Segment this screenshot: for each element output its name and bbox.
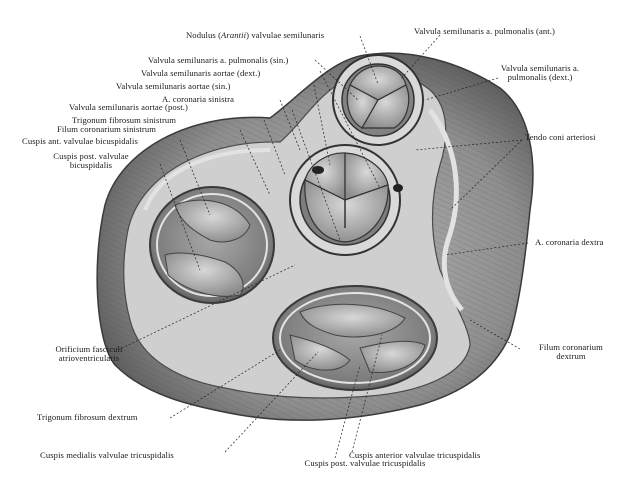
mitral-ring-inner <box>156 193 268 297</box>
label-valvula-pulmonalis-dext: Valvula semilunaris a.pulmonalis (dext.) <box>500 63 580 82</box>
coronary-ostium-right <box>393 184 403 192</box>
label-noduli-arantii: Nodulus (Arantii) valvulae semilunaris <box>186 30 325 40</box>
label-cuspis-post-tricuspidalis: Cuspis post. valvulae tricuspidalis <box>304 458 426 468</box>
label-coronaria-sinistra: A. coronaria sinistra <box>162 94 235 104</box>
coronary-ostium-left <box>312 166 324 174</box>
coronaria-sinistra-band <box>143 148 271 211</box>
tricuspid-medial-cusp <box>289 334 351 371</box>
label-filum-coronarium-sinistrum: Filum coronarium sinistrum <box>57 124 157 134</box>
pulmonary-cusp-anterior <box>349 65 407 101</box>
label-trigonum-fibrosum-sinistrum: Trigonum fibrosum sinistrum <box>72 115 177 125</box>
label-trigonum-fibrosum-dextrum: Trigonum fibrosum dextrum <box>37 412 138 422</box>
label-cuspis-ant-bicuspidalis: Cuspis ant. valvulae bicuspidalis <box>22 136 138 146</box>
aortic-cusp-posterior <box>304 179 389 243</box>
label-tendo-coni-arteriosi: Tendo coni arteriosi <box>525 132 596 142</box>
tricuspid-anterior-cusp <box>299 303 406 338</box>
coronaria-dextra-band <box>427 108 464 312</box>
label-valvula-pulmonalis-ant: Valvula semilunaris a. pulmonalis (ant.) <box>414 26 555 36</box>
pulmonary-cusp-right <box>360 84 410 129</box>
label-valvula-pulmonalis-sin: Valvula semilunaris a. pulmonalis (sin.) <box>148 55 289 65</box>
label-valvula-aortae-post: Valvula semilunaris aortae (post.) <box>69 102 188 112</box>
label-coronaria-dextra: A. coronaria dextra <box>535 237 604 247</box>
tricuspid-posterior-cusp <box>359 340 426 374</box>
label-valvula-aortae-dext: Valvula semilunaris aortae (dext.) <box>141 68 261 78</box>
mitral-posterior-cusp <box>164 252 244 297</box>
mitral-anterior-cusp <box>174 199 251 243</box>
label-cuspis-medialis-tricuspidalis: Cuspis medialis valvulae tricuspidalis <box>40 450 174 460</box>
label-cuspis-anterior-tricuspidalis: Cuspis anterior valvulae tricuspidalis <box>349 450 481 460</box>
label-valvula-aortae-sin: Valvula semilunaris aortae (sin.) <box>116 81 231 91</box>
leader-lines <box>117 34 529 459</box>
